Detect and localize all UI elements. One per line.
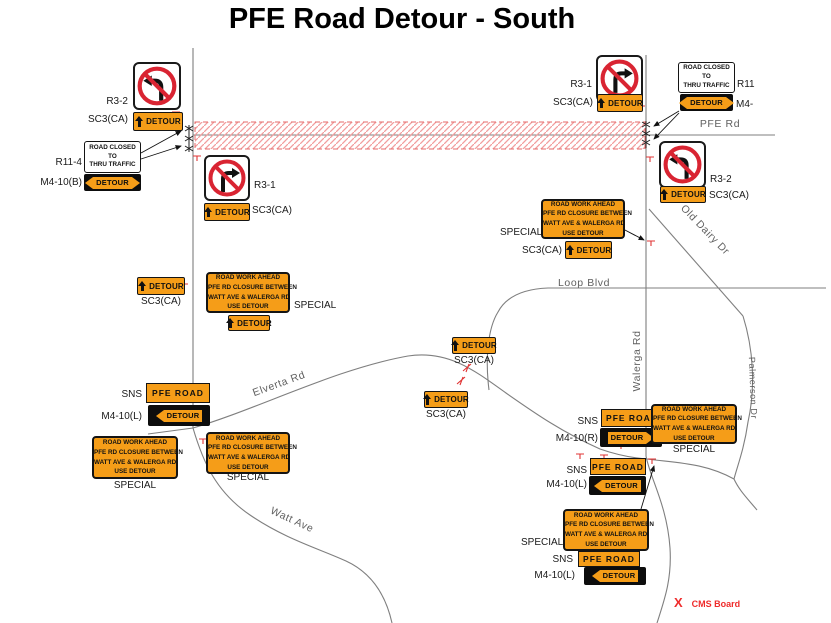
street-name-sign: PFE ROAD bbox=[590, 458, 646, 475]
legend-label: CMS Board bbox=[691, 599, 741, 609]
page-title: PFE Road Detour - South bbox=[228, 3, 576, 35]
label-special: SPECIAL bbox=[294, 300, 337, 311]
arrow-right-icon bbox=[646, 431, 655, 444]
label-m4-10r: M4-10(R) bbox=[555, 433, 598, 444]
label-special: SPECIAL bbox=[226, 472, 270, 483]
street-name-sign: PFE ROAD bbox=[578, 551, 640, 567]
label-sc3: SC3(CA) bbox=[709, 190, 750, 201]
road-walerga-rd bbox=[645, 55, 671, 623]
leader-arrows bbox=[140, 110, 680, 510]
label-sc3: SC3(CA) bbox=[87, 114, 128, 125]
arrow-up-icon bbox=[138, 280, 147, 292]
arrow-up-icon bbox=[226, 317, 235, 329]
detour-up-sign: DETOUR bbox=[423, 391, 469, 408]
road-work-ahead-sign: ROAD WORK AHEAD PFE RD CLOSURE BETWEEN W… bbox=[541, 199, 632, 239]
label-sc3: SC3(CA) bbox=[521, 245, 562, 256]
arrow-left-icon bbox=[155, 409, 164, 422]
label-sc3: SC3(CA) bbox=[453, 355, 494, 366]
barricade-icon-east bbox=[641, 121, 651, 148]
road-work-ahead-sign: ROAD WORK AHEAD PFE RD CLOSURE BETWEEN W… bbox=[206, 432, 297, 474]
label-special: SPECIAL bbox=[500, 227, 543, 238]
label-r3-1: R3-1 bbox=[570, 79, 592, 90]
label-sc3: SC3(CA) bbox=[252, 205, 293, 216]
road-label-walerga-rd: Walerga Rd bbox=[631, 330, 643, 392]
label-sc3: SC3(CA) bbox=[425, 409, 466, 420]
detour-up-sign: DETOUR bbox=[226, 315, 272, 331]
road-watt-ave-curve bbox=[192, 427, 393, 623]
road-work-ahead-sign: ROAD WORK AHEAD PFE RD CLOSURE BETWEEN W… bbox=[92, 436, 183, 479]
arrow-left-icon bbox=[591, 570, 600, 582]
road-label-loop-blvd: Loop Blvd bbox=[557, 277, 611, 289]
detour-right-arrow-sign: DETOUR bbox=[600, 428, 662, 447]
label-sc3: SC3(CA) bbox=[140, 296, 181, 307]
road-work-ahead-sign: ROAD WORK AHEAD PFE RD CLOSURE BETWEEN W… bbox=[206, 272, 297, 313]
detour-up-sign: DETOUR bbox=[660, 186, 706, 203]
arrow-up-icon bbox=[597, 97, 606, 109]
road-label-pfe-rd: PFE Rd bbox=[699, 118, 741, 130]
label-sns: SNS bbox=[552, 554, 573, 565]
arrow-up-icon bbox=[565, 244, 575, 256]
arrow-up-icon bbox=[660, 189, 669, 200]
arrow-up-icon bbox=[423, 394, 432, 405]
no-left-turn-sign bbox=[659, 141, 706, 188]
cms-board-x-icon: X bbox=[674, 595, 683, 610]
road-closed-sign: ROAD CLOSED TO THRU TRAFFIC bbox=[84, 141, 141, 173]
detour-up-sign: DETOUR bbox=[137, 277, 185, 295]
arrow-right-icon bbox=[725, 96, 734, 109]
label-sns: SNS bbox=[566, 465, 587, 476]
arrow-left-icon bbox=[594, 479, 603, 492]
label-m4-10b: M4-10(B) bbox=[40, 177, 82, 188]
label-special: SPECIAL bbox=[672, 444, 716, 455]
label-m4: M4- bbox=[736, 99, 754, 110]
label-special: SPECIAL bbox=[113, 480, 157, 491]
label-m4-10l: M4-10(L) bbox=[101, 411, 142, 422]
label-special: SPECIAL bbox=[521, 537, 564, 548]
detour-up-sign: DETOUR bbox=[204, 203, 250, 221]
arrow-left-icon bbox=[679, 96, 688, 109]
no-right-turn-sign bbox=[204, 155, 250, 201]
road-work-ahead-sign: ROAD WORK AHEAD PFE RD CLOSURE BETWEEN W… bbox=[651, 404, 742, 444]
road-palmerson-dr bbox=[733, 315, 758, 511]
street-name-sign: PFE ROAD bbox=[601, 409, 663, 427]
label-r11: R11 bbox=[737, 79, 755, 90]
closure-hatch bbox=[194, 121, 646, 150]
no-left-turn-sign bbox=[133, 62, 181, 110]
detour-double-arrow-sign: DETOUR bbox=[679, 94, 734, 111]
label-r3-1: R3-1 bbox=[254, 180, 276, 191]
label-r3-2: R3-2 bbox=[710, 174, 732, 185]
road-loop-blvd bbox=[486, 287, 826, 391]
label-r11-4: R11-4 bbox=[55, 157, 83, 168]
detour-left-arrow-sign: DETOUR bbox=[148, 405, 210, 426]
road-closed-sign: ROAD CLOSED TO THRU TRAFFIC bbox=[678, 62, 735, 93]
label-sns: SNS bbox=[577, 416, 598, 427]
label-sns: SNS bbox=[121, 389, 142, 400]
detour-double-arrow-sign: DETOUR bbox=[84, 174, 141, 191]
arrow-left-icon bbox=[85, 176, 94, 189]
arrow-right-icon bbox=[131, 176, 140, 189]
detour-up-sign: DETOUR bbox=[133, 112, 183, 131]
detour-left-arrow-sign: DETOUR bbox=[589, 476, 646, 495]
road-old-dairy-dr bbox=[648, 208, 744, 317]
arrow-up-icon bbox=[204, 206, 213, 218]
detour-up-sign: DETOUR bbox=[597, 94, 643, 112]
detour-left-arrow-sign: DETOUR bbox=[584, 567, 646, 585]
label-sc3: SC3(CA) bbox=[552, 97, 593, 108]
road-work-ahead-sign: ROAD WORK AHEAD PFE RD CLOSURE BETWEEN W… bbox=[563, 509, 654, 551]
label-m4-10l: M4-10(L) bbox=[534, 570, 575, 581]
arrow-up-icon bbox=[135, 116, 144, 127]
detour-up-sign: DETOUR bbox=[451, 337, 497, 354]
street-name-sign: PFE ROAD bbox=[146, 383, 210, 403]
detour-up-sign: DETOUR bbox=[565, 241, 612, 259]
label-m4-10l: M4-10(L) bbox=[546, 479, 587, 490]
legend: X CMS Board bbox=[674, 595, 740, 610]
barricade-icon-west bbox=[184, 125, 194, 152]
arrow-up-icon bbox=[451, 340, 460, 351]
label-r3-2: R3-2 bbox=[106, 96, 128, 107]
